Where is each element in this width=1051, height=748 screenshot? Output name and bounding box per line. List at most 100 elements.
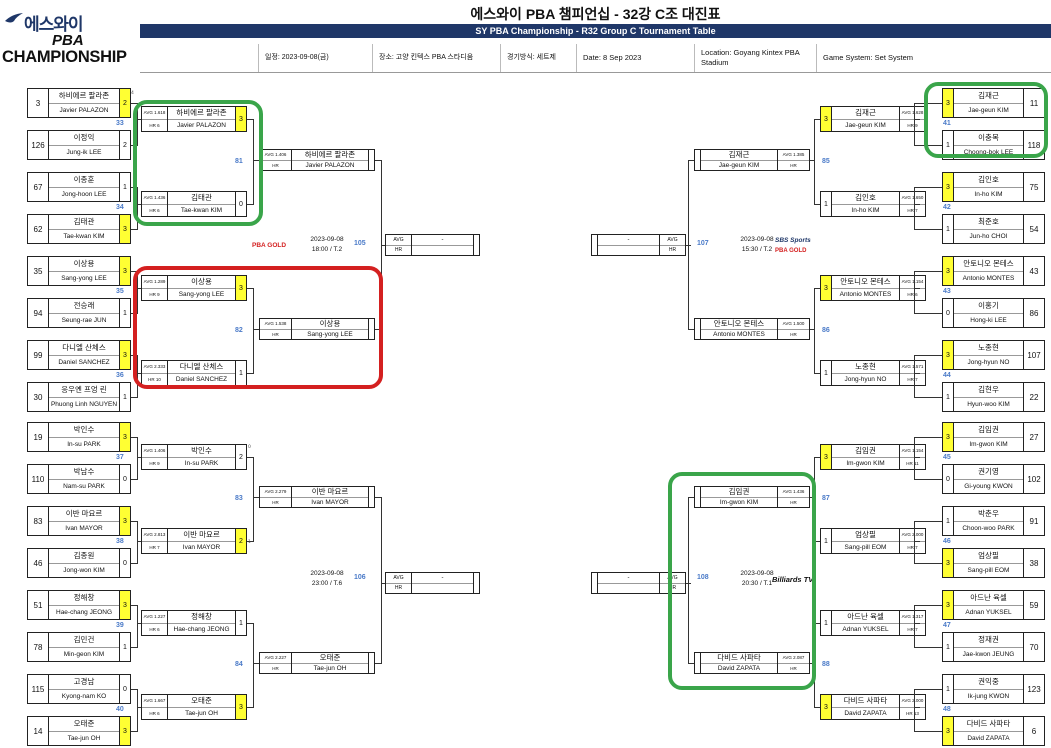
player-name-ko: 하비에르 팔라존	[49, 89, 119, 104]
bracket-line	[381, 497, 382, 664]
player-name-en: Adnan YUKSEL	[842, 625, 889, 633]
avg-value: AVG 1.406	[260, 150, 291, 161]
player-name-ko: 김재근	[701, 150, 777, 161]
player-name-en: David ZAPATA	[844, 709, 887, 717]
score-cell	[592, 573, 598, 593]
player-name-en: Tae-jun OH	[313, 664, 347, 672]
bracket-line	[914, 605, 915, 648]
player-name-en: Sang-yong LEE	[307, 330, 353, 338]
player-name-en: Ivan MAYOR	[311, 498, 349, 506]
avg-label: AVG	[386, 573, 411, 584]
set-score: 1	[943, 215, 954, 243]
seed-number: 27	[1023, 423, 1044, 451]
avg-value: AVG 1.385	[778, 150, 809, 161]
final-name-blank	[598, 584, 659, 594]
set-score: 1	[943, 383, 954, 411]
player-name-en: Tae-kwan KIM	[63, 232, 105, 240]
bracket-line	[914, 479, 942, 480]
player-name-ko: 김재근	[832, 107, 899, 120]
bracket-line	[253, 119, 254, 205]
bracket-line	[131, 479, 137, 480]
seed-number: 11	[1023, 89, 1044, 117]
bracket-line	[914, 521, 942, 522]
bracket-line	[131, 397, 137, 398]
set-score: 0	[943, 299, 954, 327]
player-name-ko: 오태준	[292, 653, 368, 664]
player-name-en: Jong-won KIM	[63, 566, 105, 574]
player-name-ko: 엄상필	[954, 549, 1023, 564]
match-number: 84	[235, 661, 243, 668]
match-number: 45	[943, 454, 951, 461]
bracket-line	[131, 521, 137, 522]
bracket-line	[131, 731, 137, 732]
hr-value: HR 6	[149, 122, 160, 128]
